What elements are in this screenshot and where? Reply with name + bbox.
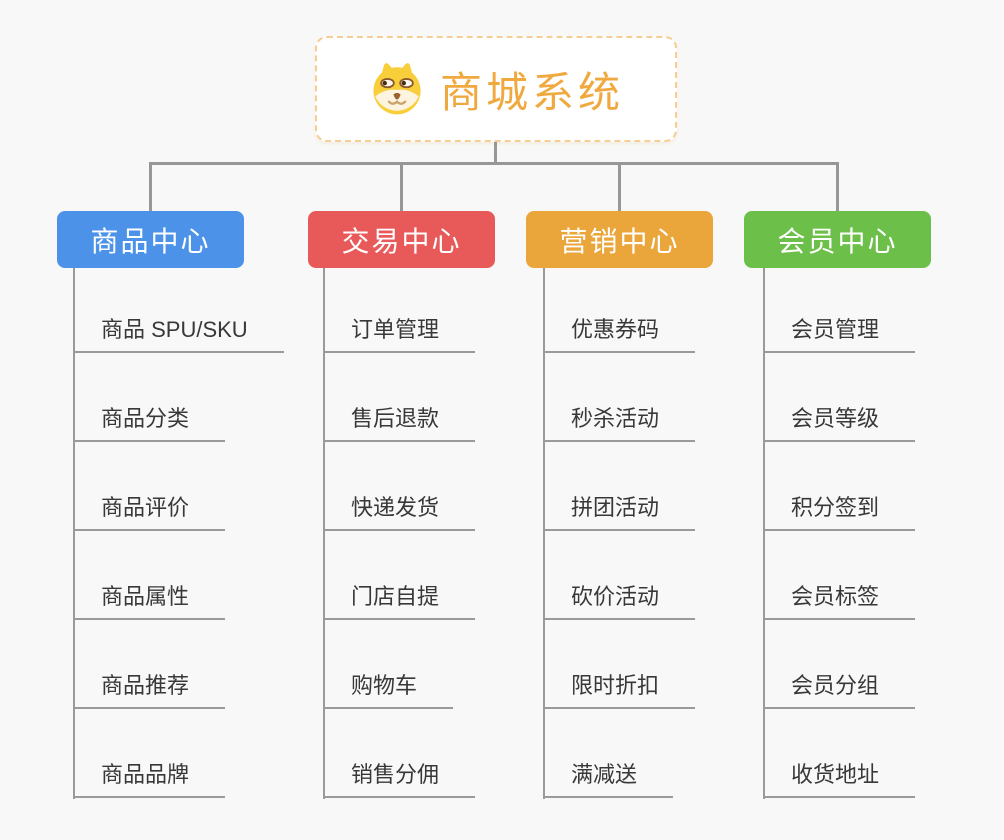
child-topic[interactable]: 快递发货	[323, 494, 476, 531]
child-topic[interactable]: 购物车	[323, 672, 454, 709]
child-topic[interactable]: 收货地址	[763, 761, 916, 798]
child-topic[interactable]: 门店自提	[323, 583, 476, 620]
child-topic[interactable]: 限时折扣	[543, 672, 696, 709]
child-topic[interactable]: 商品属性	[73, 583, 226, 620]
child-topic[interactable]: 砍价活动	[543, 583, 696, 620]
connector-root-drop	[494, 142, 497, 164]
child-topic[interactable]: 会员管理	[763, 316, 916, 353]
child-topic[interactable]: 积分签到	[763, 494, 916, 531]
child-topic[interactable]: 商品 SPU/SKU	[73, 316, 284, 353]
branch-node-member-center[interactable]: 会员中心	[744, 211, 931, 268]
child-topic[interactable]: 售后退款	[323, 405, 476, 442]
shiba-dog-face-icon	[373, 63, 421, 115]
root-title: 商城系统	[439, 68, 624, 116]
child-topic[interactable]: 拼团活动	[543, 494, 696, 531]
trunk-line-product-center	[73, 268, 75, 799]
trunk-line-member-center	[763, 268, 765, 799]
child-topic[interactable]: 销售分佣	[323, 761, 476, 798]
connector-drop-product-center	[149, 162, 152, 211]
child-topic[interactable]: 满减送	[543, 761, 674, 798]
branch-node-trade-center[interactable]: 交易中心	[308, 211, 495, 268]
child-topic[interactable]: 会员分组	[763, 672, 916, 709]
child-topic[interactable]: 优惠券码	[543, 316, 696, 353]
connector-drop-member-center	[836, 162, 839, 211]
branch-node-marketing-center[interactable]: 营销中心	[526, 211, 713, 268]
child-topic[interactable]: 订单管理	[323, 316, 476, 353]
child-topic[interactable]: 商品品牌	[73, 761, 226, 798]
connector-horizontal-bar	[149, 162, 839, 165]
branch-node-product-center[interactable]: 商品中心	[57, 211, 244, 268]
child-topic[interactable]: 秒杀活动	[543, 405, 696, 442]
connector-drop-trade-center	[400, 162, 403, 211]
root-node-mall-system[interactable]: 商城系统	[315, 36, 677, 142]
child-topic[interactable]: 商品评价	[73, 494, 226, 531]
child-topic[interactable]: 会员等级	[763, 405, 916, 442]
child-topic[interactable]: 会员标签	[763, 583, 916, 620]
child-topic[interactable]: 商品分类	[73, 405, 226, 442]
trunk-line-marketing-center	[543, 268, 545, 799]
connector-drop-marketing-center	[618, 162, 621, 211]
trunk-line-trade-center	[323, 268, 325, 799]
child-topic[interactable]: 商品推荐	[73, 672, 226, 709]
